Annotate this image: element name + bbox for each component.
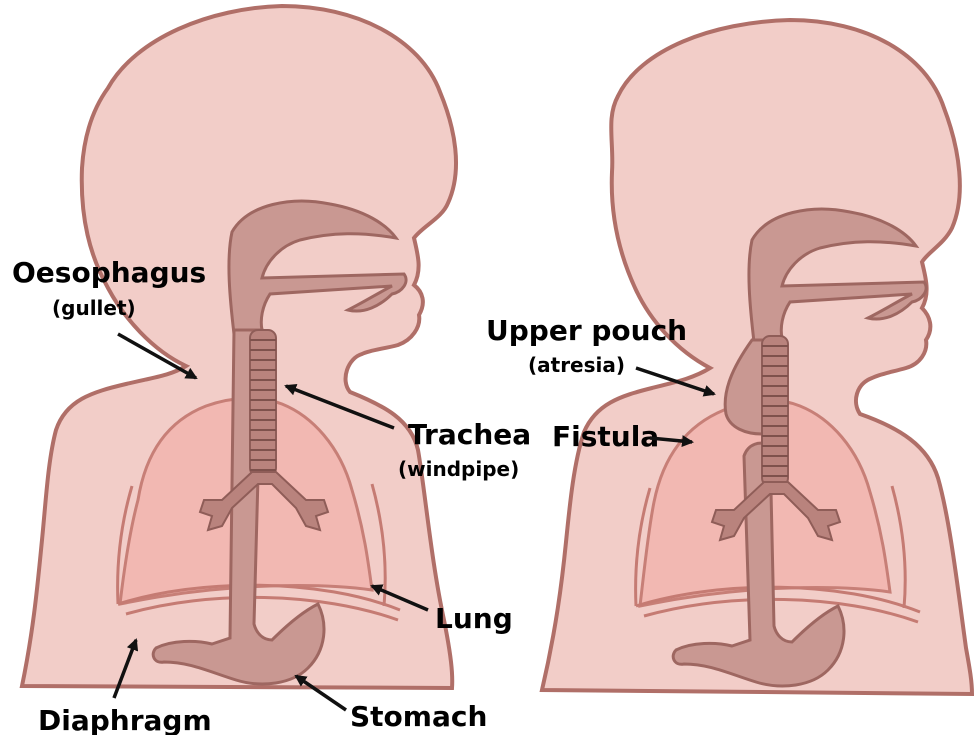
trachea-sublabel: (windpipe): [398, 457, 519, 481]
diaphragm-label: Diaphragm: [38, 704, 212, 735]
oesophagus-label: Oesophagus: [12, 256, 206, 289]
trachea-label: Trachea: [408, 418, 531, 451]
normal-anatomy-figure: [22, 6, 456, 688]
upper-pouch-label: Upper pouch: [486, 314, 687, 347]
stomach-label: Stomach: [350, 700, 487, 733]
right-trachea: [762, 336, 788, 486]
oesophagus-sublabel: (gullet): [52, 296, 136, 320]
lung-label: Lung: [435, 602, 513, 635]
fistula-label: Fistula: [552, 420, 659, 453]
upper-pouch-sublabel: (atresia): [528, 353, 625, 377]
left-trachea: [250, 330, 276, 476]
